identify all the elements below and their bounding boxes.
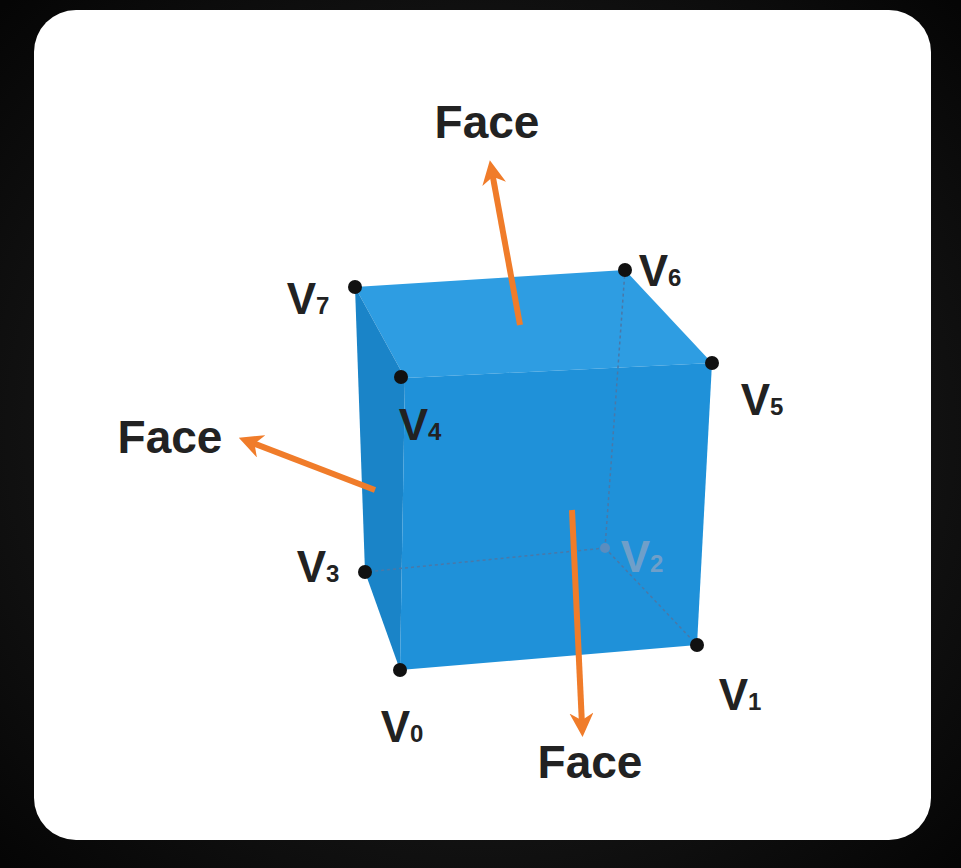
left-face — [355, 287, 405, 670]
face-normal-arrows — [250, 172, 582, 725]
hidden-edges — [365, 270, 697, 645]
face-label: Face — [118, 414, 223, 460]
vertex-label: V6 — [639, 235, 682, 293]
face-label: Face — [538, 739, 643, 785]
vertex-dots — [348, 263, 719, 677]
hidden-vertex — [600, 543, 610, 553]
vertex-label: V5 — [741, 364, 784, 422]
vertex-label: V0 — [381, 691, 424, 749]
face-label: Face — [435, 99, 540, 145]
front-face — [400, 363, 712, 670]
card — [34, 10, 931, 840]
vertex-label: V3 — [297, 531, 340, 589]
vertex-label: V1 — [719, 659, 762, 717]
vertex-label: V7 — [287, 263, 330, 321]
vertex-label: V2 — [621, 521, 664, 579]
vertex-label: V4 — [399, 389, 442, 447]
